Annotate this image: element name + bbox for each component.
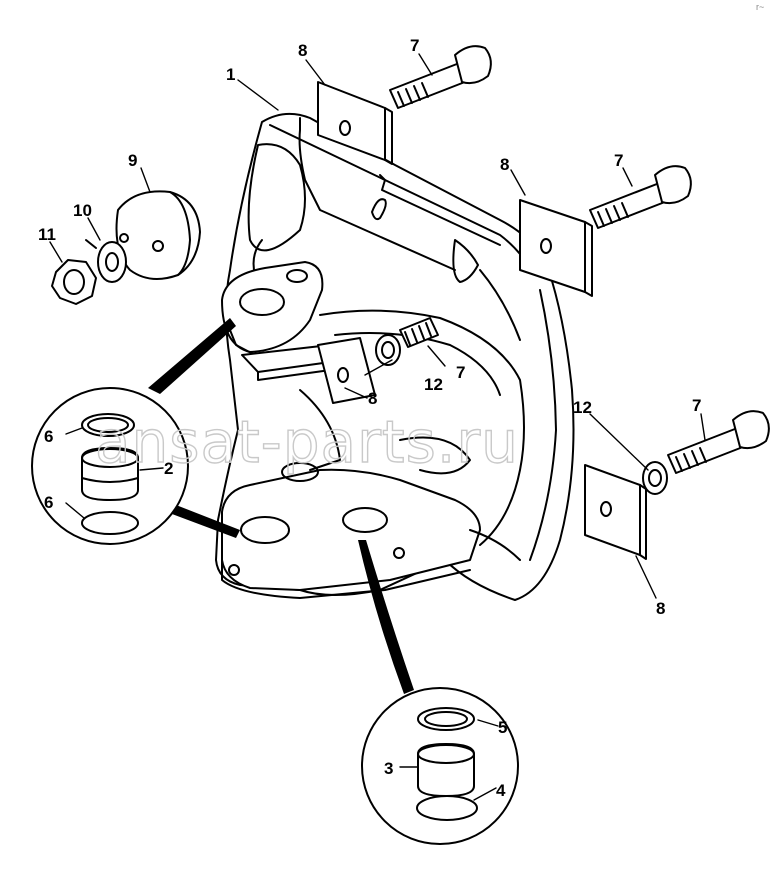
callout-7-right-lower: 7 <box>692 396 701 415</box>
callout-4: 4 <box>496 781 506 800</box>
callout-12-middle: 12 <box>424 375 443 394</box>
callout-6-upper: 6 <box>44 427 53 446</box>
detail-circle-left <box>31 318 240 545</box>
callout-5: 5 <box>498 718 507 737</box>
bolt-7-middle <box>399 317 439 348</box>
callout-6-lower: 6 <box>44 493 53 512</box>
bolt-7-top <box>389 45 492 109</box>
ring-5 <box>417 707 475 731</box>
callout-1: 1 <box>226 65 235 84</box>
washer-12-middle <box>375 334 401 366</box>
nut-11 <box>51 259 97 305</box>
callout-8-right-lower: 8 <box>656 599 665 618</box>
callout-7-top: 7 <box>410 36 419 55</box>
ring-6-upper <box>81 413 135 437</box>
callout-7-middle: 7 <box>456 363 465 382</box>
corner-mark: r~ <box>756 2 764 12</box>
bolt-7-right-upper <box>589 165 692 229</box>
callout-2: 2 <box>164 459 173 478</box>
callout-8-middle: 8 <box>368 389 377 408</box>
callout-8-right-upper: 8 <box>500 155 509 174</box>
watermark: ansat-parts.ru <box>95 408 519 476</box>
pad-8-middle <box>317 337 376 404</box>
callout-8-top: 8 <box>298 41 307 60</box>
callout-9: 9 <box>128 151 137 170</box>
callout-12-right: 12 <box>573 398 592 417</box>
callouts: 1 2 3 4 5 6 6 7 7 7 7 8 8 8 8 9 10 11 12… <box>38 36 701 800</box>
cap-9 <box>115 190 201 280</box>
leader-lines <box>49 53 706 801</box>
pad-8-right-upper <box>519 199 593 297</box>
callout-11: 11 <box>38 225 56 244</box>
bolt-7-right-lower <box>667 410 770 474</box>
callout-10: 10 <box>73 201 92 220</box>
washer-12-middle-hole <box>381 341 395 359</box>
ring-6-lower <box>81 511 139 535</box>
pad-8-top <box>317 81 393 165</box>
callout-7-right-upper: 7 <box>614 151 623 170</box>
detail-circle-bottom <box>358 540 519 845</box>
bushing-2 <box>81 447 139 501</box>
washer-12-right <box>642 461 668 495</box>
pad-8-right-lower <box>584 464 647 560</box>
washer-12-right-hole <box>648 469 662 487</box>
bushing-3 <box>417 743 475 797</box>
lock-washer-10 <box>85 239 127 283</box>
ring-4 <box>416 795 478 821</box>
callout-3: 3 <box>384 759 393 778</box>
